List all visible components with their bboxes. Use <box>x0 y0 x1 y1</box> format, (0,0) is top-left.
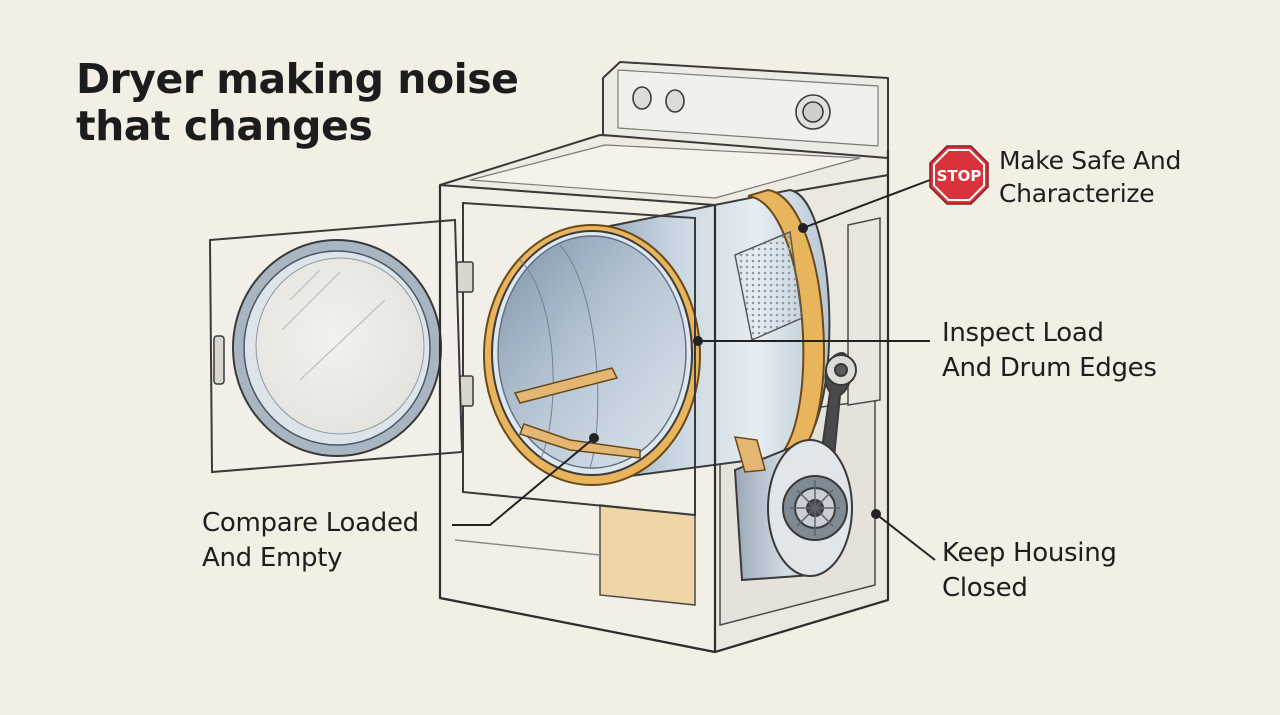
callout-compare-line-2: And Empty <box>202 543 343 573</box>
page-title: Dryer making noise that changes <box>76 56 546 150</box>
leader-lines <box>452 179 936 561</box>
title-line-1: Dryer making noise <box>76 55 519 103</box>
anchor-make-safe <box>798 223 808 233</box>
drum <box>483 188 831 486</box>
callout-keep-closed-line-2: Closed <box>942 573 1028 603</box>
leader-keep-closed <box>875 513 936 561</box>
anchor-keep-closed <box>871 509 881 519</box>
cabinet-edges <box>438 150 890 654</box>
callout-keep-closed: Keep Housing Closed <box>942 536 1117 606</box>
anchor-compare <box>589 433 599 443</box>
callout-make-safe-line-2: Characterize <box>999 179 1155 208</box>
leader-compare <box>452 437 595 526</box>
callout-make-safe-line-1: Make Safe And <box>999 146 1182 175</box>
callout-inspect-line-2: And Drum Edges <box>942 353 1157 383</box>
leader-make-safe <box>802 179 931 229</box>
control-knobs <box>632 86 831 130</box>
callout-inspect: Inspect Load And Drum Edges <box>942 316 1157 386</box>
callout-make-safe: Make Safe And Characterize <box>999 144 1181 210</box>
callout-compare-line-1: Compare Loaded <box>202 508 419 538</box>
title-line-2: that changes <box>76 102 373 150</box>
callout-keep-closed-line-1: Keep Housing <box>942 538 1117 568</box>
callout-inspect-line-1: Inspect Load <box>942 318 1104 348</box>
motor-assembly <box>733 351 857 582</box>
dryer-door <box>208 218 464 474</box>
stop-sign-label: STOP <box>937 167 982 185</box>
stop-sign-icon: STOP <box>929 145 989 205</box>
anchor-inspect <box>693 336 703 346</box>
callout-compare: Compare Loaded And Empty <box>202 506 419 576</box>
